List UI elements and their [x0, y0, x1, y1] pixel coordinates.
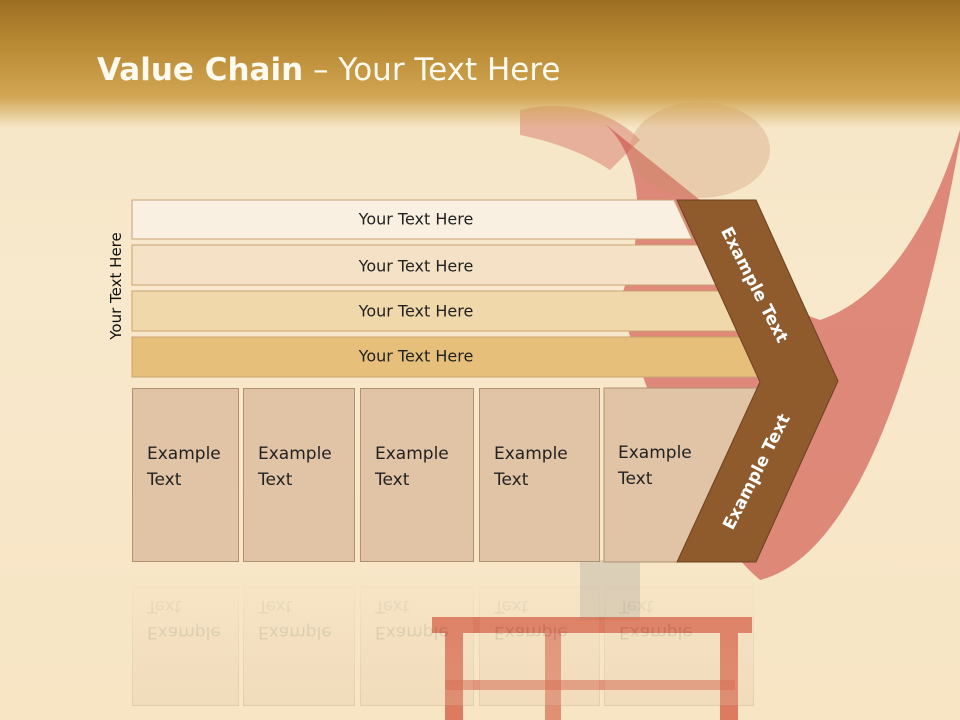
bar-3-label: Your Text Here: [358, 301, 474, 321]
bar-1: [131, 199, 693, 240]
chevron: [676, 199, 839, 563]
bar-1-label: Your Text Here: [358, 209, 474, 229]
bar-2-label: Your Text Here: [358, 256, 474, 276]
header-band: [0, 0, 960, 128]
title-bold: Value Chain: [97, 52, 304, 88]
slide-title: Value Chain – Your Text Here: [97, 52, 560, 88]
bar-4-label: Your Text Here: [358, 346, 474, 366]
title-rest: – Your Text Here: [303, 52, 561, 88]
